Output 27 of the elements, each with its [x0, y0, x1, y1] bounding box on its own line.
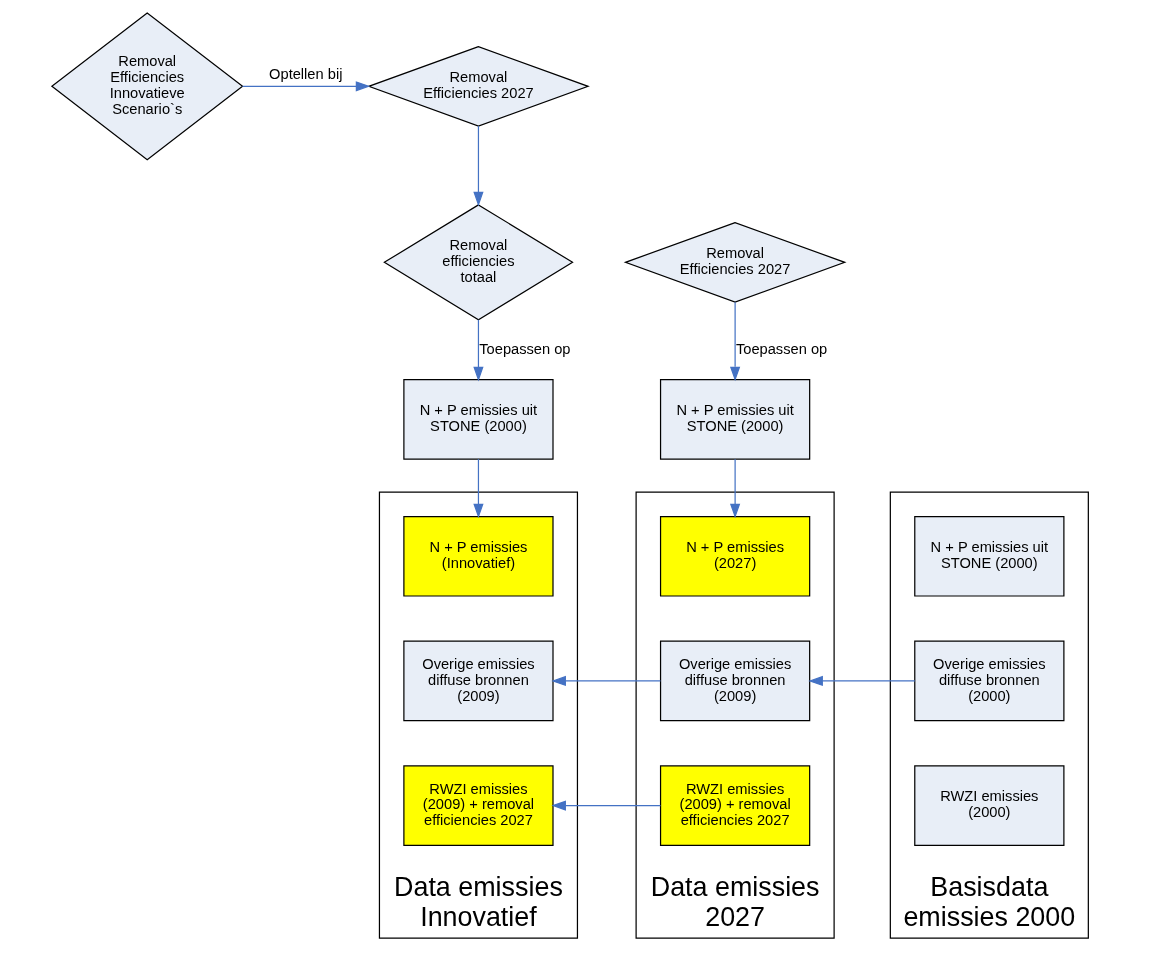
arrow	[551, 675, 662, 687]
node-box: RWZI emissies (2009) + removal efficiencies 2027	[403, 765, 554, 846]
node-box: RWZI emissies (2000)	[914, 765, 1065, 846]
arrow	[473, 319, 484, 382]
node-box: N + P emissies uit STONE (2000)	[659, 379, 811, 460]
node-box: N + P emissies (2027)	[659, 515, 811, 597]
node-box: N + P emissies uit STONE (2000)	[914, 515, 1065, 597]
node-box: Overige emissies diffuse bronnen (2000)	[914, 640, 1065, 722]
arrow	[551, 800, 662, 811]
node-box: N + P emissies uit STONE (2000)	[403, 379, 554, 460]
arrow	[241, 81, 371, 92]
node-box: RWZI emissies (2009) + removal efficiencies 2027	[659, 765, 811, 846]
arrow	[808, 675, 916, 687]
node-box: Overige emissies diffuse bronnen (2009)	[403, 640, 554, 722]
arrow	[473, 458, 484, 519]
arrow	[473, 125, 484, 207]
node-diamond: Removal Efficiencies Innovatieve Scenario`s	[50, 12, 244, 161]
node-diamond: Removal Efficiencies 2027	[623, 221, 847, 303]
node-box: N + P emissies (Innovatief)	[403, 515, 554, 597]
node-diamond: Removal Efficiencies 2027	[367, 45, 590, 127]
arrow	[729, 458, 741, 519]
edge-label: Toepassen op	[735, 340, 828, 357]
arrow	[729, 301, 741, 382]
node-box: Overige emissies diffuse bronnen (2009)	[659, 640, 811, 722]
edge-label: Optellen bij	[269, 65, 343, 82]
edge-label: Toepassen op	[479, 340, 571, 357]
node-diamond: Removal efficiencies totaal	[383, 204, 574, 321]
